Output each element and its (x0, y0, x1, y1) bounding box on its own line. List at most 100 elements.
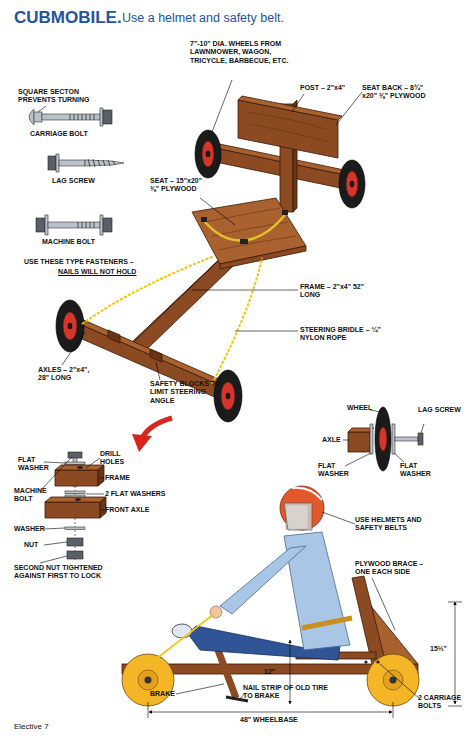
axle-end (350, 181, 354, 187)
threads (70, 114, 94, 120)
tire (195, 130, 221, 178)
lock-nut (67, 551, 83, 559)
hub (63, 312, 77, 340)
machine-bolt (36, 215, 112, 235)
axle-end (68, 323, 72, 329)
flat-washer (392, 424, 395, 454)
axle-end (348, 432, 370, 452)
dimension-label: 15½" (430, 645, 454, 653)
part-label: DRILL HOLES (100, 450, 145, 467)
part-label: AXLE (322, 436, 347, 444)
safety-block (108, 330, 120, 343)
leader-line (44, 528, 65, 529)
part-label: LAG SCREW (418, 406, 463, 414)
leader-line (86, 494, 104, 495)
visor (284, 503, 312, 530)
front-wheel (214, 370, 242, 422)
leader-line (156, 362, 160, 380)
leader-line (192, 290, 298, 291)
drill-hole (77, 466, 83, 469)
part-label: NAIL STRIP OF OLD TIRE TO BRAKE (243, 684, 338, 701)
lag-screw (48, 154, 124, 172)
bolt-shaft (48, 222, 100, 228)
threads (78, 222, 94, 228)
detail-arrow (132, 418, 172, 452)
screw-head (48, 156, 56, 170)
flat-washer (65, 462, 85, 465)
drill-hole (75, 498, 81, 501)
bolt-head (29, 109, 34, 125)
note-label: NAILS WILL NOT HOLD (58, 268, 163, 276)
part-label: AXLES – 2"x4", 28" LONG (38, 366, 96, 383)
leader-line (176, 684, 224, 694)
carriage-bolt-head (376, 660, 379, 663)
dimension-line (290, 640, 291, 704)
note-label: USE HELMETS AND SAFETY BELTS (355, 516, 435, 533)
leader-line (44, 542, 67, 545)
seat-back-edge (238, 96, 342, 120)
buckle (240, 239, 248, 244)
belt-anchor (201, 217, 207, 222)
note-label: USE THESE TYPE FASTENERS – (24, 258, 169, 266)
screw-thread (85, 160, 124, 166)
part-label: FRAME (105, 474, 155, 482)
wheel-hub (138, 670, 158, 690)
flat-washer (65, 491, 85, 494)
axle-end (206, 151, 210, 157)
carriage-bolt-head (364, 660, 367, 663)
part-label: MACHINE BOLT (14, 487, 59, 504)
tire (56, 300, 84, 352)
leader-line (380, 664, 420, 699)
helmet (280, 486, 324, 530)
leader-line (40, 457, 72, 491)
part-label: FLAT WASHER (18, 456, 58, 473)
washer (100, 215, 103, 235)
title: CUBMOBILE. (14, 8, 122, 28)
king-bolt-detail (40, 452, 106, 563)
part-label: SEAT BACK – 8¾" x20" ⅜" PLYWOOD (362, 84, 437, 101)
wheel-detail (343, 407, 424, 471)
rear-wheel (339, 160, 365, 208)
washer (65, 527, 85, 530)
note-label: SECOND NUT TIGHTENED AGAINST FIRST TO LO… (14, 564, 109, 581)
rope (212, 258, 262, 384)
tire (214, 370, 242, 422)
axle-top (66, 314, 230, 388)
axle-end (226, 393, 230, 399)
part-label: FRONT AXLE (105, 506, 165, 514)
screw-shank (59, 160, 85, 166)
leader-line (99, 478, 104, 479)
lag-screw-shank (395, 437, 418, 441)
part-label: 2 FLAT WASHERS (105, 490, 180, 498)
nut (103, 218, 112, 232)
wood-grain (205, 208, 296, 250)
dimension-label: 48" WHEELBASE (238, 716, 300, 724)
leader-line (38, 106, 46, 112)
part-label: 2 CARRIAGE BOLTS (418, 694, 472, 711)
dimension-ticks (448, 602, 462, 706)
part-label: FLAT WASHER (400, 462, 440, 479)
leader-line (394, 453, 404, 462)
leader-line (345, 453, 371, 466)
wheel-hub (383, 670, 403, 690)
flat-washer (370, 424, 373, 454)
seat-belt (201, 210, 288, 244)
driver-arm (220, 546, 306, 614)
leader-line (292, 94, 304, 112)
dimension-line (455, 602, 456, 704)
leader-line (336, 92, 362, 125)
part-label: FRAME – 2"x4" 52" LONG (300, 283, 372, 300)
seat (192, 198, 306, 269)
rear-wheel (367, 654, 419, 706)
part-label: SEAT – 15"x20" ⅜" PLYWOOD (150, 177, 212, 194)
part-label: CARRIAGE BOLT (30, 130, 110, 138)
leader-line (86, 458, 100, 468)
seat-edge (220, 246, 306, 269)
belt-anchor (282, 210, 288, 215)
wood-grain (248, 112, 330, 142)
leader-line (322, 512, 355, 524)
bolt-head (36, 218, 45, 232)
leader-line (343, 440, 349, 441)
belt-strap (205, 215, 285, 240)
part-label: BRAKE (150, 690, 190, 698)
